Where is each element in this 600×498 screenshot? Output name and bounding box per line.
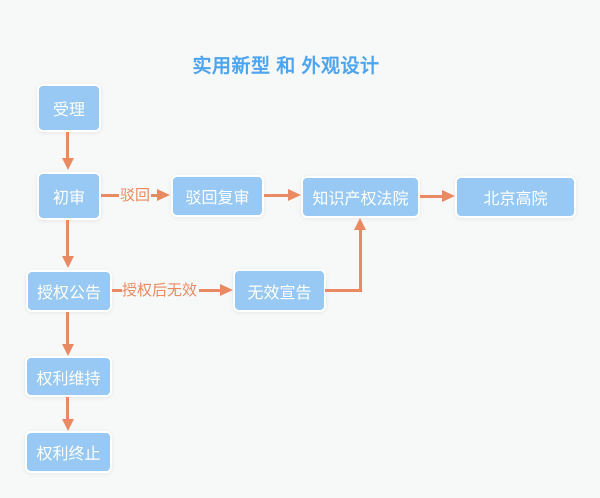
arrow-maintained-to-terminated-head: [62, 419, 74, 431]
node-grant-announcement: 授权公告: [26, 270, 112, 312]
arrow-preliminary-to-reexam-head: [157, 189, 170, 201]
arrow-invalidation-to-ipcourt-head: [354, 218, 366, 230]
node-accept: 受理: [37, 84, 101, 132]
arrow-grant-to-invalidation-line-end: [199, 289, 222, 292]
arrow-preliminary-to-grant-line: [66, 220, 69, 258]
arrow-accept-to-preliminary-line: [66, 132, 69, 160]
node-rights-maintained: 权利维持: [25, 356, 112, 397]
arrow-invalidation-to-ipcourt-line-vertical: [359, 229, 362, 292]
node-beijing-high-court: 北京高院: [455, 176, 576, 218]
node-preliminary-exam: 初审: [37, 172, 101, 220]
arrow-preliminary-to-grant-head: [62, 256, 74, 268]
arrow-ipcourt-to-bjhigh-head: [442, 190, 455, 202]
arrow-preliminary-to-reexam-line-end: [151, 194, 159, 197]
flowchart-title: 实用新型 和 外观设计: [192, 56, 380, 77]
node-rights-terminated: 权利终止: [25, 431, 112, 473]
arrow-invalidation-to-ipcourt-line-horizontal: [325, 289, 362, 292]
arrow-grant-to-invalidation-head: [220, 284, 233, 296]
node-invalidation-declaration: 无效宣告: [233, 269, 326, 312]
arrow-grant-to-invalidation-line-start: [112, 289, 122, 292]
edge-label-invalid-after-grant: 授权后无效: [122, 282, 198, 299]
arrow-grant-to-maintained-head: [62, 344, 74, 356]
node-ip-court: 知识产权法院: [301, 176, 420, 218]
arrow-maintained-to-terminated-line: [66, 397, 69, 421]
arrow-ipcourt-to-bjhigh-line: [420, 195, 444, 198]
edge-label-rejected: 驳回: [120, 187, 151, 204]
node-rejection-reexam: 驳回复审: [171, 175, 264, 217]
arrow-grant-to-maintained-line: [66, 312, 69, 346]
arrow-accept-to-preliminary-head: [62, 158, 74, 170]
arrow-reexam-to-ipcourt-head: [288, 189, 301, 201]
arrow-preliminary-to-reexam-line-start: [101, 194, 119, 197]
arrow-reexam-to-ipcourt-line: [264, 194, 290, 197]
